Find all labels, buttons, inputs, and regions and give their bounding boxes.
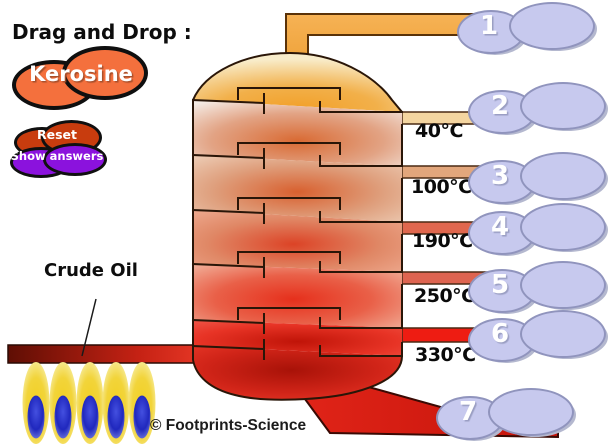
column-section-250c (193, 264, 402, 328)
temperature-label-100c: 100°C (411, 176, 472, 198)
crude-oil-pointer-line (81, 298, 97, 357)
temperature-label-190c: 190°C (412, 230, 473, 252)
kerosine-drag-item[interactable]: Kerosine (12, 46, 150, 110)
column-section-100c (193, 155, 402, 222)
drop-target-number: 1 (479, 11, 499, 41)
copyright-text: © Footprints-Science (150, 417, 307, 434)
blob-shape (520, 152, 606, 200)
show-answers-blob-shape (43, 143, 107, 176)
kerosine-label: Kerosine (29, 62, 133, 86)
kerosine-blob-shape (62, 46, 148, 100)
crude-oil-label: Crude Oil (44, 260, 138, 281)
column-outline (192, 52, 403, 401)
drop-target-3[interactable]: 3 (468, 152, 611, 205)
drop-target-number: 7 (458, 397, 478, 427)
drop-target-2[interactable]: 2 (468, 82, 611, 135)
temperature-label-330c: 330°C (415, 344, 476, 366)
blob-shape (520, 82, 606, 130)
temperature-label-250c: 250°C (414, 285, 475, 307)
drop-target-1[interactable]: 1 (457, 2, 607, 55)
page-title: Drag and Drop : (12, 20, 192, 44)
drop-target-6[interactable]: 6 (468, 310, 611, 363)
show-answers-button-label: Show answers (10, 149, 104, 163)
column-dome (193, 53, 402, 112)
column-section-190c (193, 210, 402, 272)
burner-flames (22, 362, 156, 444)
column-bowl (193, 346, 402, 400)
trays-and-dividers (191, 87, 403, 360)
column-section-40c (193, 100, 402, 166)
flame-blue-core (27, 395, 151, 439)
column-sections (193, 53, 402, 400)
crude-oil-pipe (7, 344, 197, 364)
blob-shape (520, 310, 606, 358)
temperature-label-40c: 40°C (415, 120, 463, 142)
blob-shape (488, 388, 574, 436)
drop-target-4[interactable]: 4 (468, 203, 611, 256)
reset-button-label: Reset (37, 127, 77, 142)
show-answers-button[interactable]: Show answers (10, 143, 107, 178)
drop-target-7[interactable]: 7 (436, 388, 586, 441)
blob-shape (520, 261, 606, 309)
drop-target-number: 5 (490, 270, 510, 300)
drop-target-number: 4 (490, 212, 510, 242)
blob-shape (509, 2, 595, 50)
blob-shape (520, 203, 606, 251)
drop-target-number: 6 (490, 319, 510, 349)
drop-target-number: 2 (490, 91, 510, 121)
drop-target-number: 3 (490, 161, 510, 191)
drop-target-5[interactable]: 5 (468, 261, 611, 314)
